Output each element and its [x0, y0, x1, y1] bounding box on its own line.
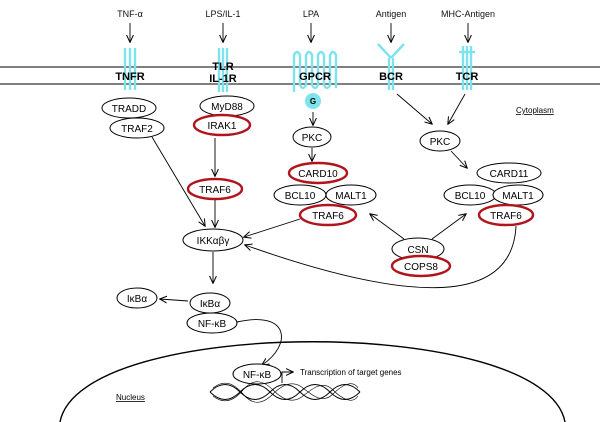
traf6-tlr-label: TRAF6	[199, 185, 231, 196]
tcr-receptor-icon	[459, 46, 475, 90]
gpcr-receptor-icon	[292, 50, 338, 92]
card10-label: CARD10	[298, 169, 338, 180]
tnfr-receptor-icon	[123, 48, 137, 90]
arrow-nfkb-translocation	[236, 319, 282, 365]
node-irak1	[192, 113, 252, 137]
nucleus-label: Nucleus	[116, 393, 145, 402]
traf2-label: TRAF2	[121, 124, 153, 135]
traf6-bcr-label: TRAF6	[490, 211, 522, 222]
arrow-pkc-to-card11	[450, 150, 467, 168]
node-pkc-gpcr	[292, 126, 332, 148]
node-nfkb-nuclear	[232, 363, 282, 385]
stimulus-lps-il1: LPS/IL-1	[205, 9, 240, 19]
cytoplasm-label: Cytoplasm	[516, 106, 554, 115]
node-cops8	[390, 254, 452, 278]
transcription-label: Transcription of target genes	[300, 368, 402, 377]
arrow-bcr-to-pkc	[396, 93, 432, 124]
arrow-csn-to-traf6-gpcr	[370, 214, 405, 240]
node-traf6-gpcr	[298, 203, 358, 227]
stimulus-antigen: Antigen	[376, 9, 407, 19]
arrow-csn-to-traf6-bcr	[431, 214, 466, 240]
node-traf2	[109, 117, 165, 139]
gpcr-label: GPCR	[299, 71, 331, 83]
nfkb-label: NF-κB	[198, 319, 227, 330]
bcr-label: BCR	[379, 71, 403, 83]
tlr-receptor-icon	[217, 48, 229, 92]
cops8-label: COPS8	[404, 262, 438, 273]
arrow-traf6-bcr-to-ikk	[245, 225, 517, 289]
node-pkc-bcr	[419, 130, 461, 152]
node-ikk	[182, 228, 244, 252]
stimulus-tnf-alpha: TNF-α	[117, 9, 143, 19]
stimulus-lpa: LPA	[303, 9, 319, 19]
malt1-gpcr-label: MALT1	[335, 191, 367, 202]
myd88-label: MyD88	[211, 102, 243, 113]
arrow-tcr-to-pkc	[448, 93, 466, 124]
malt1-bcr-label: MALT1	[502, 191, 534, 202]
irak1-label: IRAK1	[208, 121, 237, 132]
nucleus-envelope	[59, 341, 566, 422]
csn-label: CSN	[407, 245, 428, 256]
arrow-traf6-gpcr-to-ikk	[244, 218, 301, 237]
ikba-free-label: IκBα	[127, 294, 147, 305]
pkc-bcr-label: PKC	[430, 137, 451, 148]
node-malt1-gpcr	[325, 184, 377, 206]
g-protein-label: G	[310, 97, 316, 106]
tnfr-label: TNFR	[115, 71, 144, 83]
ikba-label: IκBα	[200, 299, 220, 310]
stimulus-mhc-antigen: MHC-Antigen	[441, 9, 495, 19]
card11-label: CARD11	[490, 169, 529, 180]
traf6-gpcr-label: TRAF6	[312, 211, 344, 222]
tlr-label: TLR	[212, 61, 233, 73]
il1r-label: IL-1R	[209, 73, 237, 85]
ikk-label: IKKαβγ	[197, 236, 230, 247]
node-traf6-tlr	[186, 177, 244, 201]
pkc-gpcr-label: PKC	[302, 133, 323, 144]
bcl10-gpcr-label: BCL10	[285, 191, 316, 202]
tradd-label: TRADD	[112, 104, 146, 115]
arrow-ikba-release	[160, 299, 189, 301]
g-protein-icon	[305, 93, 321, 109]
node-traf6-bcr	[477, 203, 535, 227]
nfkb-nuclear-label: NF-κB	[243, 370, 272, 381]
arrow-transcription	[281, 372, 293, 383]
tcr-label: TCR	[456, 71, 479, 83]
arrow-traf2-to-ikk	[151, 136, 205, 226]
node-ikba-free	[116, 287, 158, 309]
dna-helix-icon	[209, 381, 361, 403]
bcl10-bcr-label: BCL10	[455, 191, 486, 202]
bcr-receptor-icon	[377, 43, 405, 90]
node-nfkb	[186, 312, 238, 334]
node-card11	[476, 162, 542, 184]
node-card10	[287, 161, 349, 185]
